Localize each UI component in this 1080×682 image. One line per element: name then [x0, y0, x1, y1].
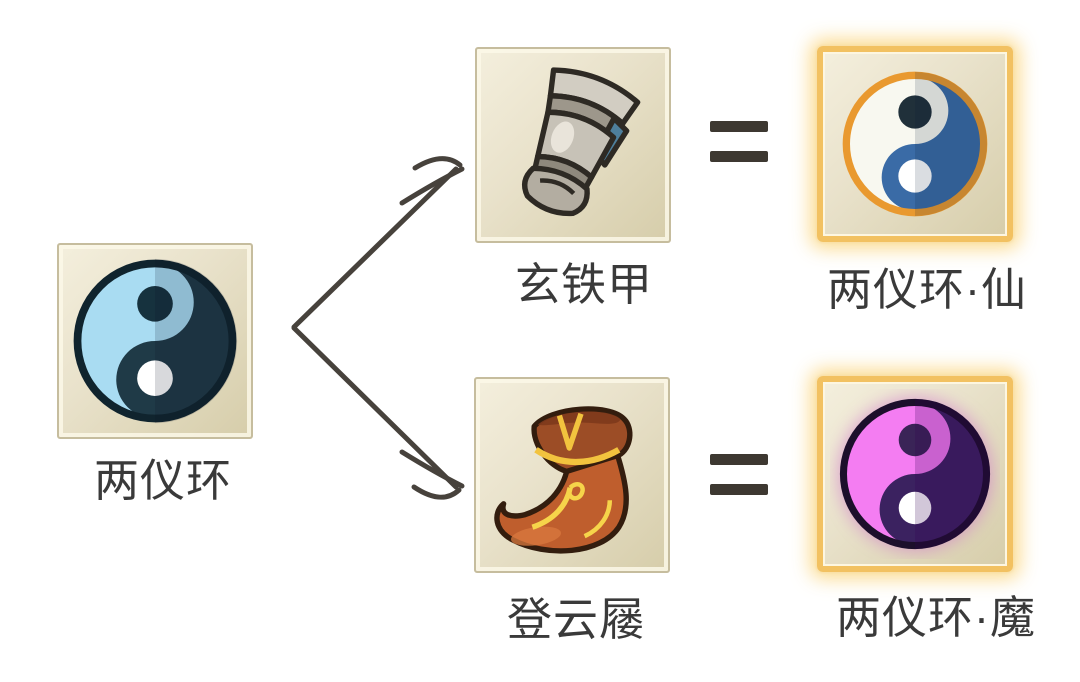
item-label-xuantiejia: 玄铁甲: [514, 259, 654, 310]
item-label-liangyihuan: 两仪环: [93, 455, 233, 506]
yinyang-celestial-icon: [842, 71, 988, 217]
equals-bar: [710, 121, 768, 132]
item-tile-dengyunju[interactable]: [474, 377, 670, 573]
item-tile-xuantiejia[interactable]: [475, 47, 671, 243]
equals-icon: [710, 454, 768, 496]
item-tile-liangyihuan-mo[interactable]: [817, 376, 1013, 572]
yinyang-demonic-icon: [838, 397, 992, 551]
equals-icon: [710, 121, 768, 163]
arrow-down-icon: [291, 325, 465, 500]
yinyang-blue-icon: [73, 258, 238, 424]
item-label-liangyihuan-xian: 两仪环·仙: [827, 264, 1027, 315]
arrow-up-icon: [291, 156, 465, 330]
item-tile-liangyihuan[interactable]: [57, 243, 253, 439]
equals-bar: [710, 454, 768, 465]
equals-bar: [710, 484, 768, 495]
equals-bar: [710, 151, 768, 162]
item-label-liangyihuan-mo: 两仪环·魔: [836, 592, 1036, 643]
boot-icon: [494, 406, 633, 554]
item-label-dengyunju: 登云屦: [506, 594, 646, 645]
gauntlet-icon: [521, 67, 641, 217]
item-tile-liangyihuan-xian[interactable]: [817, 46, 1013, 242]
